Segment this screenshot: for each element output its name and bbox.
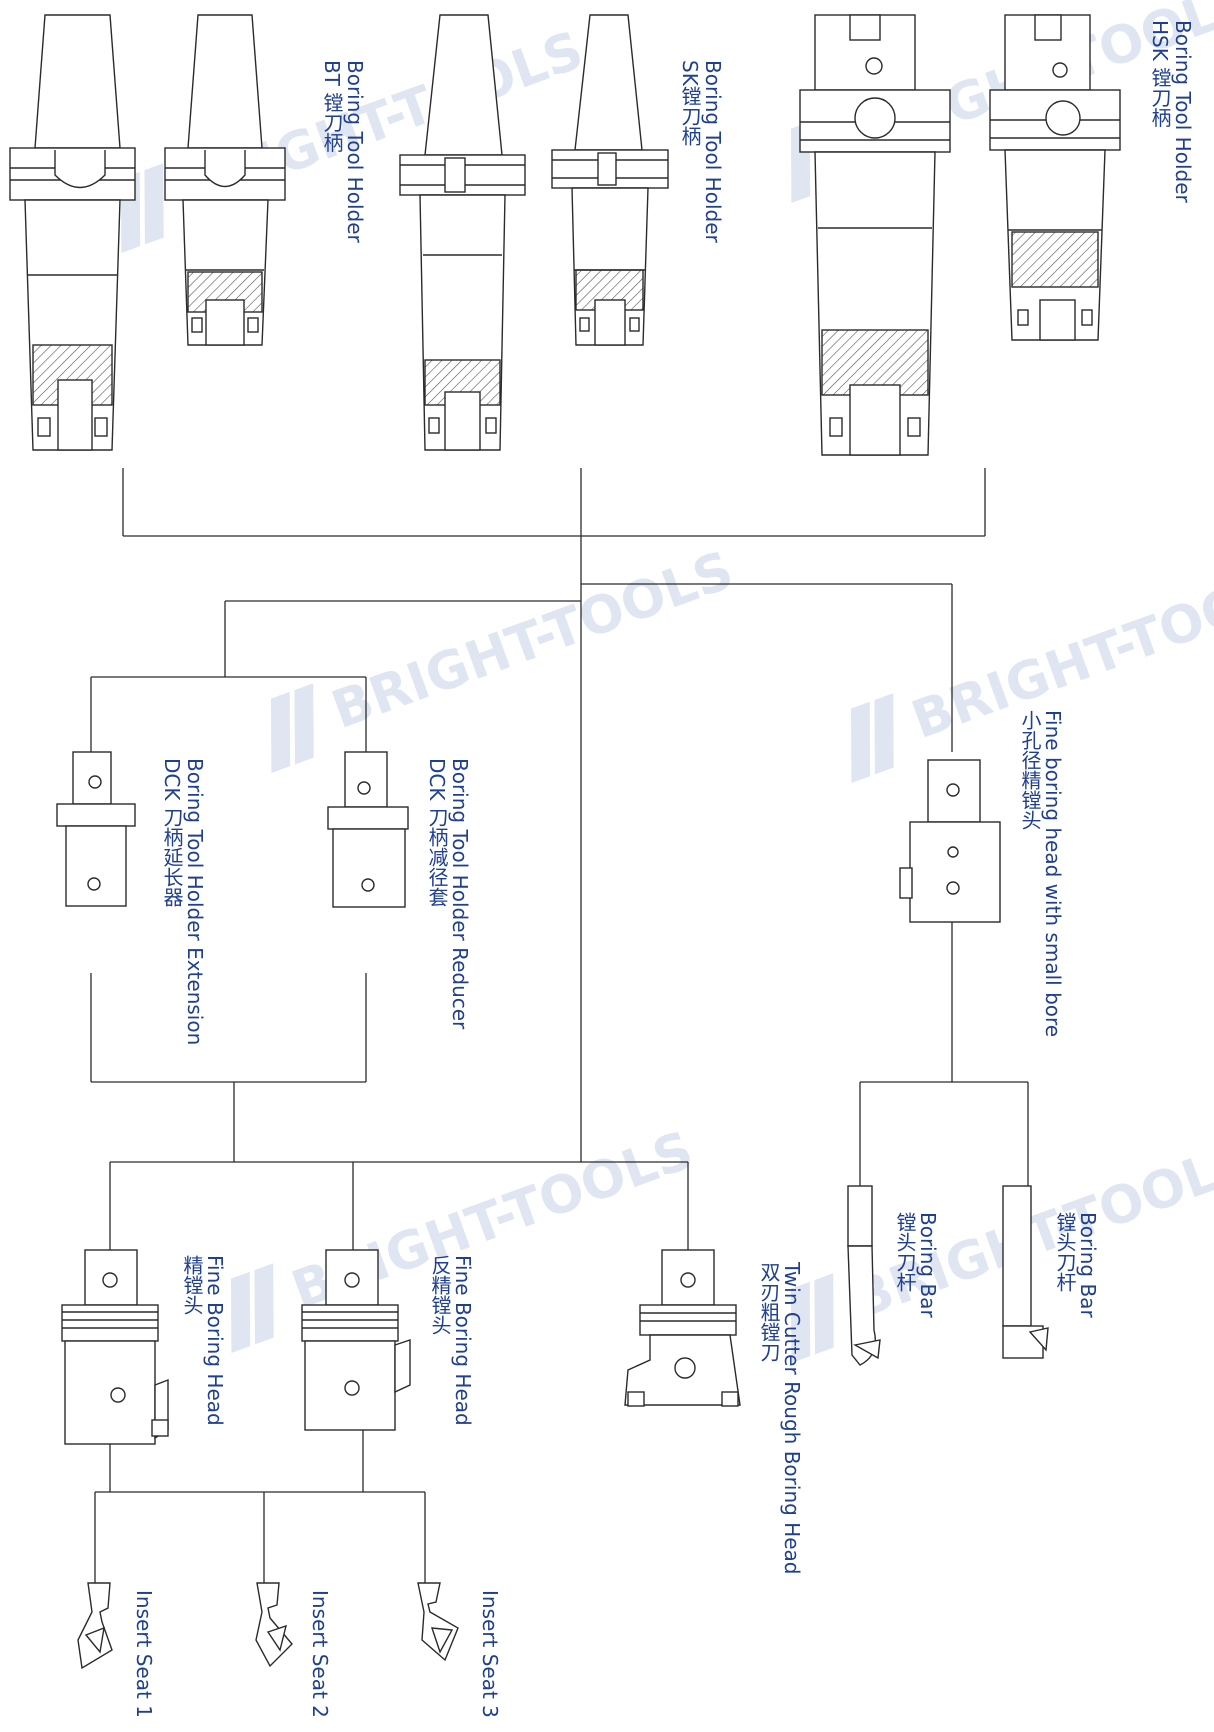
watermark: BRIGHT-TOOLS bbox=[790, 1130, 1214, 1363]
fine-small-bore-label: Fine boring head with small bore 小孔径精镗头 bbox=[1018, 710, 1065, 1038]
dck-reducer-drawing bbox=[327, 751, 409, 908]
extension-label: Boring Tool Holder Extension DCK 刀柄延长器 bbox=[160, 758, 207, 1046]
hsk-holder-label-cn: HSK 镗刀柄 bbox=[1148, 20, 1172, 128]
connector-lines bbox=[90, 468, 1029, 1583]
boring-bar-2-label: Boring Bar 镗头刀杆 bbox=[1053, 1212, 1100, 1318]
sk-holder-large-drawing bbox=[399, 14, 526, 451]
insert-seat-3-text: Insert Seat 3 bbox=[478, 1590, 502, 1718]
insert-seat-3-drawing bbox=[417, 1582, 459, 1662]
twin-cutter-label: Twin Cutter Rough Boring Head 双刃粗镗刀 bbox=[757, 1262, 804, 1575]
fine-boring-head-label-cn: 精镗头 bbox=[180, 1255, 204, 1315]
watermark: BRIGHT-TOOLS bbox=[270, 540, 741, 773]
twin-cutter-label-en: Twin Cutter Rough Boring Head bbox=[780, 1262, 804, 1575]
insert-seat-3-label: Insert Seat 3 bbox=[478, 1590, 502, 1718]
insert-seat-2-text: Insert Seat 2 bbox=[308, 1590, 332, 1718]
twin-cutter-rough-boring-head-drawing bbox=[624, 1249, 741, 1407]
fine-small-bore-label-en: Fine boring head with small bore bbox=[1041, 710, 1065, 1038]
sk-holder-label-en: Boring Tool Holder bbox=[701, 60, 725, 243]
small-bore-fine-boring-head-drawing bbox=[899, 759, 1001, 923]
boring-bar-1-label: Boring Bar 镗头刀杆 bbox=[893, 1212, 940, 1318]
boring-bar-2-label-en: Boring Bar bbox=[1076, 1212, 1100, 1318]
watermark-text: BRIGHT-TOOLS bbox=[324, 540, 741, 741]
bt-holder-label: Boring Tool Holder BT 镗刀柄 bbox=[320, 60, 367, 243]
hsk-holder-label-en: Boring Tool Holder bbox=[1171, 20, 1195, 203]
extension-label-en: Boring Tool Holder Extension bbox=[183, 758, 207, 1046]
bt-holder-small-drawing bbox=[164, 14, 286, 346]
boring-bar-1-drawing bbox=[847, 1185, 881, 1366]
back-fine-boring-head-drawing bbox=[301, 1249, 411, 1431]
reducer-label: Boring Tool Holder Reducer DCK 刀柄减径套 bbox=[425, 758, 472, 1030]
hsk-holder-small-drawing bbox=[989, 14, 1121, 341]
insert-seat-1-label: Insert Seat 1 bbox=[132, 1590, 156, 1718]
sk-holder-small-drawing bbox=[551, 14, 669, 346]
fine-small-bore-label-cn: 小孔径精镗头 bbox=[1018, 710, 1042, 830]
fine-boring-head-label-en: Fine Boring Head bbox=[203, 1255, 227, 1426]
insert-seat-1-text: Insert Seat 1 bbox=[132, 1590, 156, 1718]
boring-bar-2-label-cn: 镗头刀杆 bbox=[1053, 1212, 1077, 1292]
dck-extension-drawing bbox=[56, 751, 136, 907]
reducer-label-en: Boring Tool Holder Reducer bbox=[448, 758, 472, 1030]
insert-seat-2-drawing bbox=[255, 1582, 293, 1668]
boring-bar-1-label-en: Boring Bar bbox=[916, 1212, 940, 1318]
back-fine-boring-head-label: Fine Boring Head 反精镗头 bbox=[428, 1255, 475, 1426]
extension-label-cn: DCK 刀柄延长器 bbox=[160, 758, 184, 907]
reducer-label-cn: DCK 刀柄减径套 bbox=[425, 758, 449, 907]
boring-bar-2-drawing bbox=[1002, 1185, 1049, 1359]
bt-holder-large-drawing bbox=[9, 14, 136, 451]
bt-holder-label-en: Boring Tool Holder bbox=[343, 60, 367, 243]
hsk-holder-large-drawing bbox=[799, 14, 951, 456]
sk-holder-label: Boring Tool Holder SK镗刀柄 bbox=[678, 60, 725, 243]
back-fine-boring-head-label-cn: 反精镗头 bbox=[428, 1255, 452, 1335]
bt-holder-label-cn: BT 镗刀柄 bbox=[320, 60, 344, 153]
fine-boring-head-label: Fine Boring Head 精镗头 bbox=[180, 1255, 227, 1426]
hsk-holder-label: Boring Tool Holder HSK 镗刀柄 bbox=[1148, 20, 1195, 203]
boring-bar-1-label-cn: 镗头刀杆 bbox=[893, 1212, 917, 1292]
twin-cutter-label-cn: 双刃粗镗刀 bbox=[757, 1262, 781, 1362]
insert-seat-2-label: Insert Seat 2 bbox=[308, 1590, 332, 1718]
back-fine-boring-head-label-en: Fine Boring Head bbox=[451, 1255, 475, 1426]
insert-seat-1-drawing bbox=[77, 1582, 113, 1670]
fine-boring-head-drawing bbox=[61, 1249, 169, 1445]
sk-holder-label-cn: SK镗刀柄 bbox=[678, 60, 702, 146]
